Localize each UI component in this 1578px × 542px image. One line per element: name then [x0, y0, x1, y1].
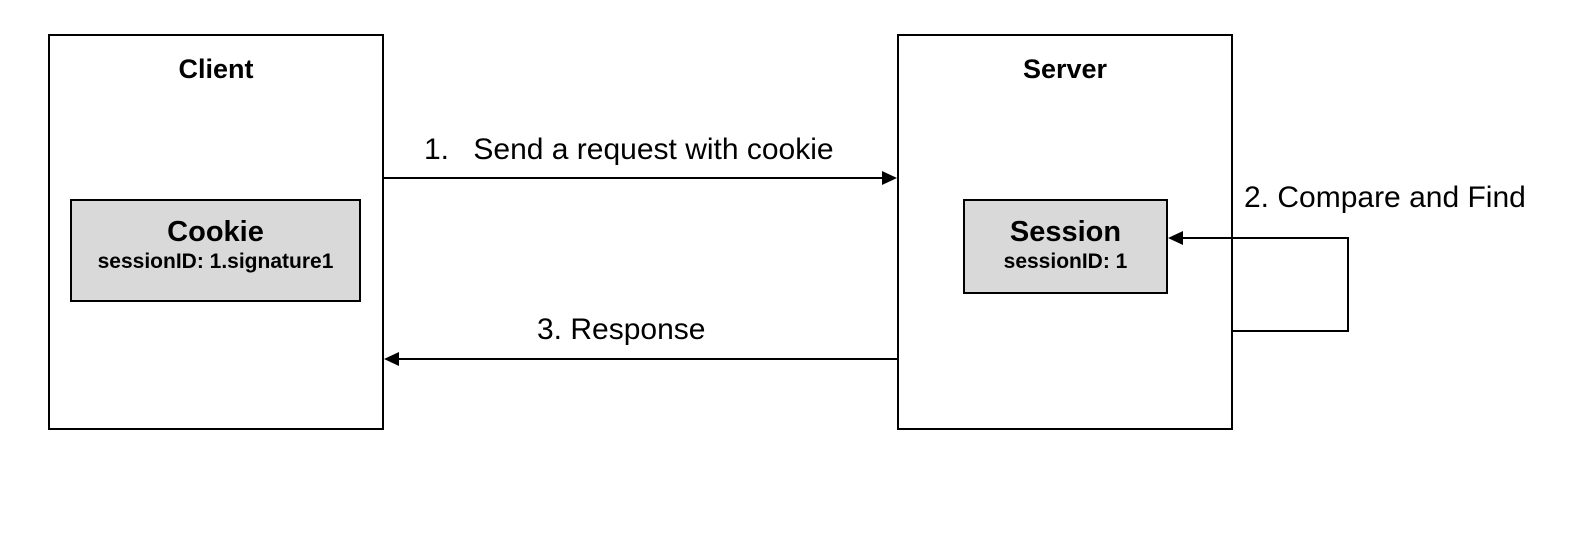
request-arrowhead	[882, 171, 897, 185]
compare-loop-line	[1182, 237, 1349, 332]
session-box: Session sessionID: 1	[963, 199, 1168, 294]
compare-arrowhead	[1168, 231, 1183, 245]
session-title: Session	[1009, 216, 1122, 248]
cookie-session-id: sessionID: 1.signature1	[97, 250, 334, 273]
response-arrowhead	[384, 352, 399, 366]
compare-label: 2. Compare and Find	[1244, 181, 1526, 214]
cookie-title: Cookie	[167, 216, 264, 248]
request-step-number: 1.	[424, 133, 450, 166]
client-title: Client	[178, 54, 254, 84]
request-step-text: Send a request with cookie	[473, 133, 834, 166]
request-label: 1. Send a request with cookie	[424, 133, 834, 167]
session-session-id: sessionID: 1	[1003, 250, 1128, 273]
cookie-box: Cookie sessionID: 1.signature1	[70, 199, 361, 302]
response-label: 3. Response	[537, 313, 706, 346]
server-title: Server	[1022, 54, 1108, 84]
